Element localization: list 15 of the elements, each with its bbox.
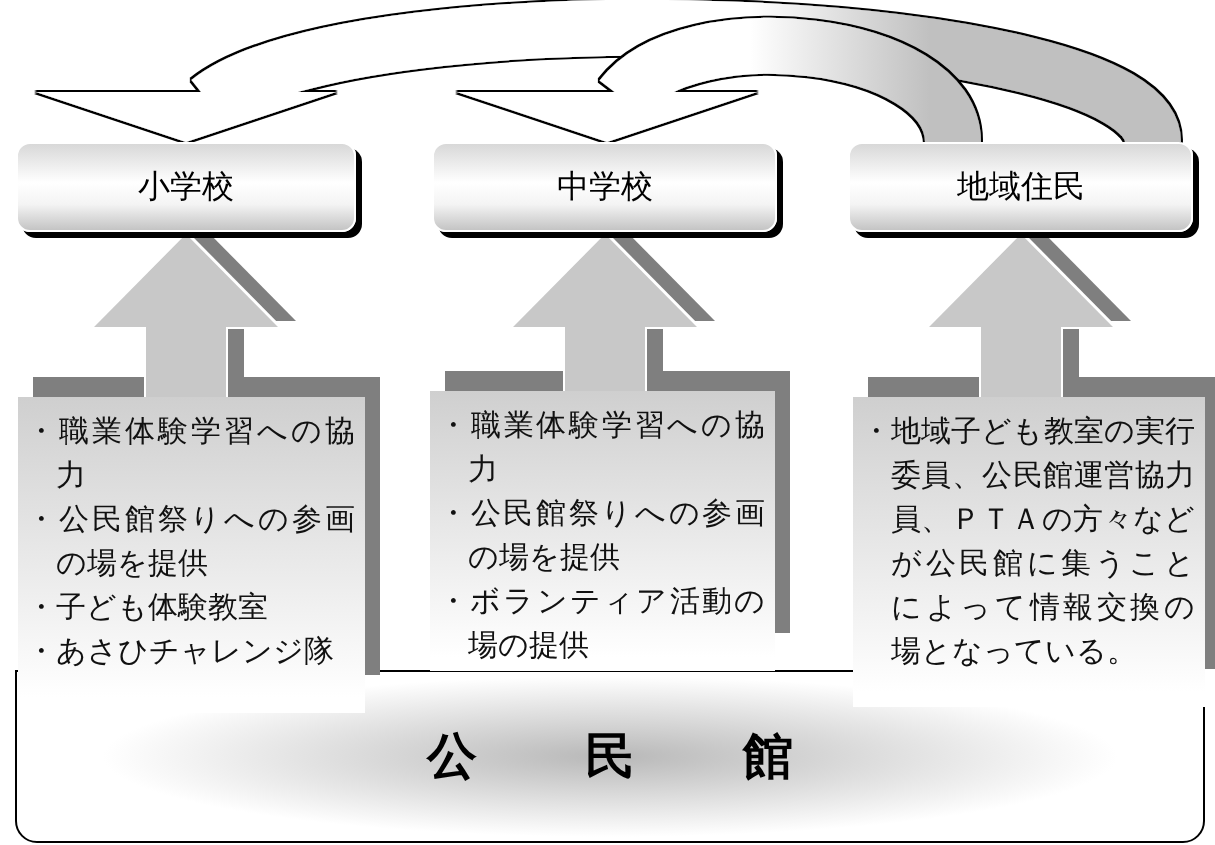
bullet-item: ・あさひチャレンジ隊 [26, 632, 335, 670]
callout-box [853, 397, 1205, 707]
callout-box [430, 391, 775, 671]
bullet-item: ・地域子ども教室の実行委員、公民館運営協力員、ＰＴＡの方々などが公民館に集うことによって情報交換の場となっている。 [861, 412, 1195, 670]
hall-label: 公民館 [427, 726, 901, 787]
bullet-item: ・公民館祭りへの参画の場を提供 [438, 494, 765, 576]
group-label: 小学校 [138, 166, 234, 207]
bullet-item: ・ボランティア活動の場の提供 [438, 582, 765, 664]
group-label: 中学校 [556, 166, 653, 207]
bullet-item: ・公民館祭りへの参画の場を提供 [26, 500, 355, 582]
bullet-item: ・職業体験学習への協力 [26, 412, 355, 494]
group-label: 地域住民 [956, 166, 1085, 207]
bullet-item: ・子ども体験教室 [26, 588, 269, 626]
callout-box [18, 397, 365, 713]
bullet-item: ・職業体験学習への協力 [438, 406, 765, 488]
